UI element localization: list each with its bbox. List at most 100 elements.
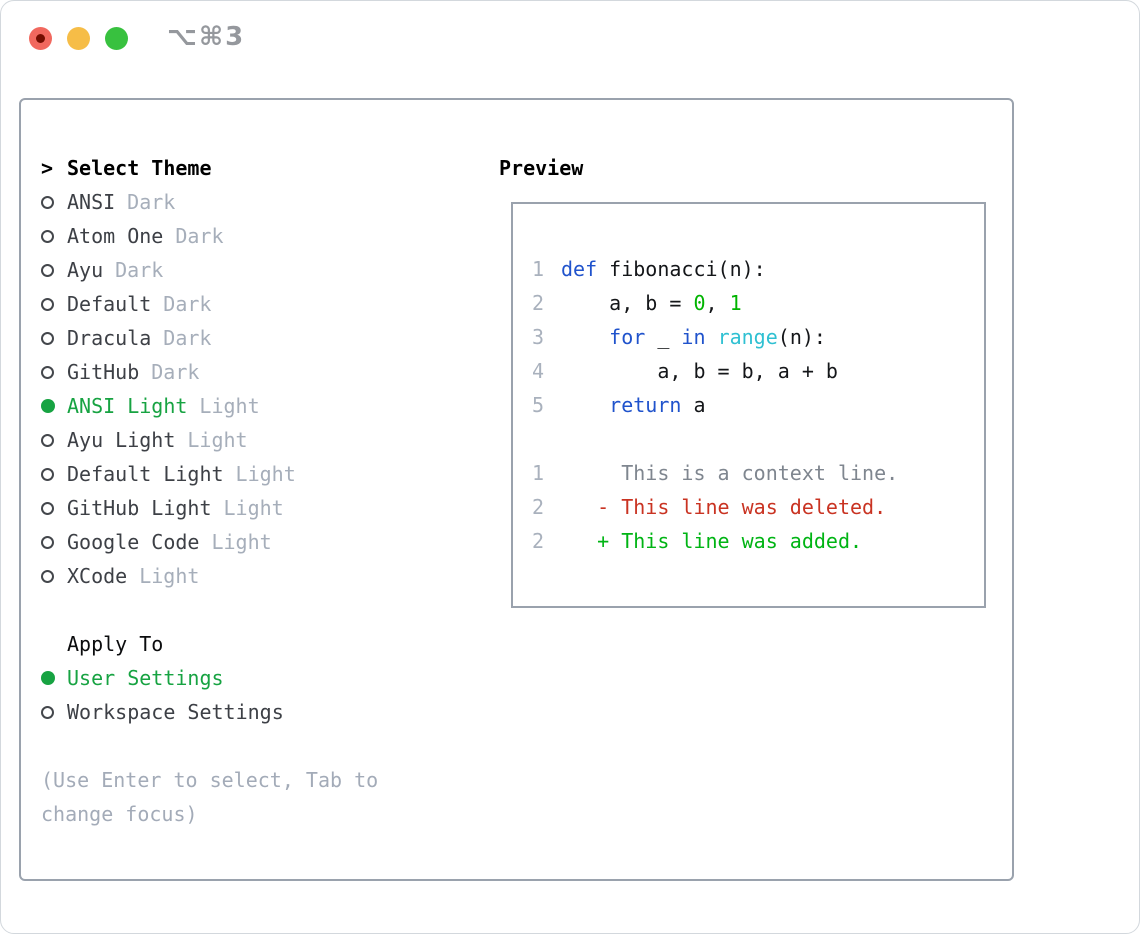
radio-unselected-icon xyxy=(41,331,54,345)
theme-variant-tag: Light xyxy=(187,428,248,452)
apply-to-option[interactable]: Workspace Settings xyxy=(41,695,378,729)
theme-variant-tag: Light xyxy=(139,564,200,588)
theme-variant-tag: Dark xyxy=(151,360,200,384)
preview-title: Preview xyxy=(499,156,584,180)
theme-variant-tag: Light xyxy=(235,462,296,486)
line-number: 3 xyxy=(532,325,545,349)
keyboard-hint: (Use Enter to select, Tab to change focus… xyxy=(41,763,378,831)
radio-unselected-icon xyxy=(41,263,54,277)
preview-code-line: 2 - This line was deleted. xyxy=(532,490,976,524)
code-segment-plain: _ xyxy=(645,325,682,349)
radio-unselected-icon xyxy=(41,365,54,379)
line-number: 5 xyxy=(532,393,545,417)
hint-text-line: (Use Enter to select, Tab to xyxy=(41,768,379,792)
theme-option[interactable]: Default Light Light xyxy=(41,457,378,491)
code-segment-kw: return xyxy=(609,393,682,417)
preview-code-line xyxy=(532,422,976,456)
theme-option[interactable]: Google Code Light xyxy=(41,525,378,559)
line-number: 4 xyxy=(532,359,545,383)
radio-unselected-icon xyxy=(41,297,54,311)
minimize-button[interactable] xyxy=(67,27,90,50)
theme-option[interactable]: ANSI Light Light xyxy=(41,389,378,423)
theme-option[interactable]: Ayu Dark xyxy=(41,253,378,287)
line-number: 2 xyxy=(532,529,545,553)
close-button[interactable] xyxy=(29,27,52,50)
code-segment-plain xyxy=(561,325,609,349)
radio-unselected-icon xyxy=(41,535,54,549)
option-label: XCode xyxy=(67,564,128,588)
option-label: Ayu Light xyxy=(67,428,176,452)
code-segment-kw: for xyxy=(609,325,646,349)
theme-variant-tag: Dark xyxy=(163,292,212,316)
window-shortcut-label: ⌥⌘3 xyxy=(167,22,246,52)
traffic-lights xyxy=(29,27,128,50)
apply-to-header: Apply To xyxy=(41,627,378,661)
code-segment-plain: fibonacci(n): xyxy=(597,257,766,281)
option-label: Google Code xyxy=(67,530,200,554)
radio-unselected-icon xyxy=(41,501,54,515)
radio-unselected-icon xyxy=(41,229,54,243)
select-theme-title: Select Theme xyxy=(67,156,212,180)
code-segment-num: 1 xyxy=(729,291,742,315)
code-segment-kw: in xyxy=(681,325,706,349)
theme-variant-tag: Dark xyxy=(127,190,176,214)
option-label: GitHub Light xyxy=(67,496,212,520)
option-label: User Settings xyxy=(67,666,224,690)
option-label: Default xyxy=(67,292,152,316)
code-segment-kw: def xyxy=(561,257,598,281)
theme-variant-tag: Dark xyxy=(115,258,164,282)
select-theme-header: > Select Theme xyxy=(41,151,378,185)
theme-variant-tag: Dark xyxy=(163,326,212,350)
radio-unselected-icon xyxy=(41,195,54,209)
preview-code-line: 3 for _ in range(n): xyxy=(532,320,976,354)
code-segment-plain: a, b = xyxy=(561,291,694,315)
code-segment-ctx: This is a context line. xyxy=(561,461,899,485)
preview-header: Preview xyxy=(499,151,583,185)
code-segment-plain: a xyxy=(681,393,706,417)
apply-to-title: Apply To xyxy=(67,632,164,656)
preview-code-line: 2 + This line was added. xyxy=(532,524,976,558)
titlebar: ⌥⌘3 xyxy=(1,1,1139,98)
preview-code-line: 5 return a xyxy=(532,388,976,422)
radio-unselected-icon xyxy=(41,705,54,719)
theme-option[interactable]: Ayu Light Light xyxy=(41,423,378,457)
line-number: 1 xyxy=(532,257,545,281)
option-label: ANSI Light xyxy=(67,394,188,418)
code-segment-del: - This line was deleted. xyxy=(561,495,887,519)
preview-code-line: 2 a, b = 0, 1 xyxy=(532,286,976,320)
theme-variant-tag: Light xyxy=(199,394,260,418)
apply-to-option[interactable]: User Settings xyxy=(41,661,378,695)
option-label: Atom One xyxy=(67,224,164,248)
theme-option[interactable]: Default Dark xyxy=(41,287,378,321)
theme-option[interactable]: GitHub Light Light xyxy=(41,491,378,525)
option-label: ANSI xyxy=(67,190,116,214)
theme-variant-tag: Light xyxy=(211,530,272,554)
line-number: 2 xyxy=(532,495,545,519)
theme-option[interactable]: XCode Light xyxy=(41,559,378,593)
zoom-button[interactable] xyxy=(105,27,128,50)
option-label: Ayu xyxy=(67,258,104,282)
hint-text-line: change focus) xyxy=(41,802,198,826)
theme-option[interactable]: ANSI Dark xyxy=(41,185,378,219)
preview-code-line: 1 This is a context line. xyxy=(532,456,976,490)
option-label: Default Light xyxy=(67,462,224,486)
code-segment-plain: (n): xyxy=(777,325,826,349)
radio-unselected-icon xyxy=(41,569,54,583)
line-number: 2 xyxy=(532,291,545,315)
preview-code-line: 1 def fibonacci(n): xyxy=(532,252,976,286)
theme-variant-tag: Light xyxy=(223,496,284,520)
radio-selected-icon xyxy=(41,671,55,685)
line-number: 1 xyxy=(532,461,545,485)
radio-selected-icon xyxy=(41,399,55,413)
code-segment-plain: , xyxy=(705,291,730,315)
prompt-caret: > xyxy=(41,156,54,180)
